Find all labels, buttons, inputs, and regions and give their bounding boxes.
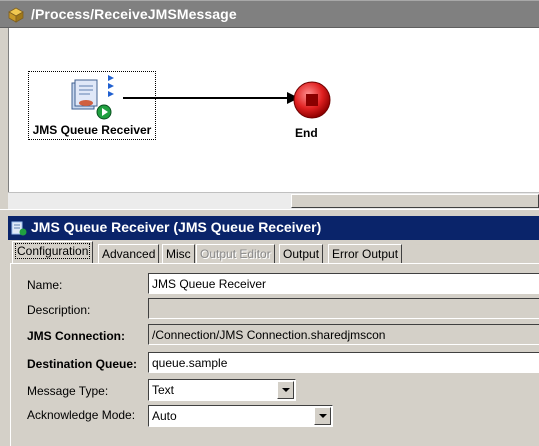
- process-title: /Process/ReceiveJMSMessage: [31, 6, 237, 22]
- end-node-icon[interactable]: [292, 80, 332, 120]
- name-label: Name:: [27, 278, 63, 292]
- chevron-down-icon[interactable]: [277, 381, 294, 399]
- properties-title: JMS Queue Receiver (JMS Queue Receiver): [31, 219, 322, 235]
- message-type-label: Message Type:: [27, 384, 109, 398]
- configuration-panel: Name: JMS Queue Receiver Description: JM…: [10, 263, 539, 446]
- activity-label: JMS Queue Receiver: [32, 123, 152, 137]
- chevron-down-icon[interactable]: [314, 407, 331, 425]
- tab-configuration[interactable]: Configuration: [12, 241, 94, 263]
- scrollbar-thumb[interactable]: [291, 194, 539, 208]
- jms-queue-receiver-icon[interactable]: [70, 73, 134, 123]
- tab-output-editor-label: Output Editor: [200, 247, 271, 261]
- process-titlebar: /Process/ReceiveJMSMessage: [0, 0, 539, 28]
- tab-output-label: Output: [283, 247, 320, 261]
- jms-connection-label: JMS Connection:: [27, 329, 125, 343]
- description-label: Description:: [27, 303, 91, 317]
- acknowledge-mode-select[interactable]: Auto: [148, 405, 333, 427]
- tab-error-output[interactable]: Error Output: [328, 244, 403, 263]
- tab-error-output-label: Error Output: [332, 247, 399, 261]
- tab-advanced[interactable]: Advanced: [98, 244, 160, 263]
- tab-configuration-label: Configuration: [14, 243, 91, 259]
- end-label: End: [295, 126, 318, 140]
- jms-connection-field[interactable]: /Connection/JMS Connection.sharedjmscon: [148, 324, 539, 345]
- destination-queue-field[interactable]: queue.sample: [148, 352, 539, 373]
- properties-titlebar: JMS Queue Receiver (JMS Queue Receiver): [8, 216, 539, 240]
- tab-misc[interactable]: Misc: [162, 244, 195, 263]
- destination-queue-label: Destination Queue:: [27, 357, 138, 371]
- scrollbar-track[interactable]: [8, 193, 291, 209]
- acknowledge-mode-label: Acknowledge Mode:: [27, 408, 136, 422]
- tab-misc-label: Misc: [166, 247, 191, 261]
- transition-arrow[interactable]: [123, 88, 303, 108]
- message-type-select[interactable]: Text: [148, 379, 296, 401]
- activity-small-icon: [11, 221, 27, 236]
- description-field[interactable]: [148, 298, 539, 319]
- name-field[interactable]: JMS Queue Receiver: [148, 273, 539, 294]
- properties-tab-strip: Configuration Advanced Misc Output Edito…: [10, 241, 539, 263]
- canvas-horizontal-scrollbar[interactable]: [8, 192, 539, 209]
- canvas-left-gutter: [0, 28, 8, 209]
- process-package-icon: [8, 7, 24, 23]
- tab-output[interactable]: Output: [279, 244, 324, 263]
- tab-output-editor[interactable]: Output Editor: [196, 244, 275, 263]
- pane-splitter[interactable]: [0, 209, 539, 216]
- message-type-value: Text: [152, 383, 175, 397]
- acknowledge-mode-value: Auto: [152, 409, 177, 423]
- process-canvas[interactable]: JMS Queue Receiver End: [8, 28, 539, 192]
- tab-advanced-label: Advanced: [102, 247, 156, 261]
- selected-activity-frame[interactable]: [28, 71, 156, 140]
